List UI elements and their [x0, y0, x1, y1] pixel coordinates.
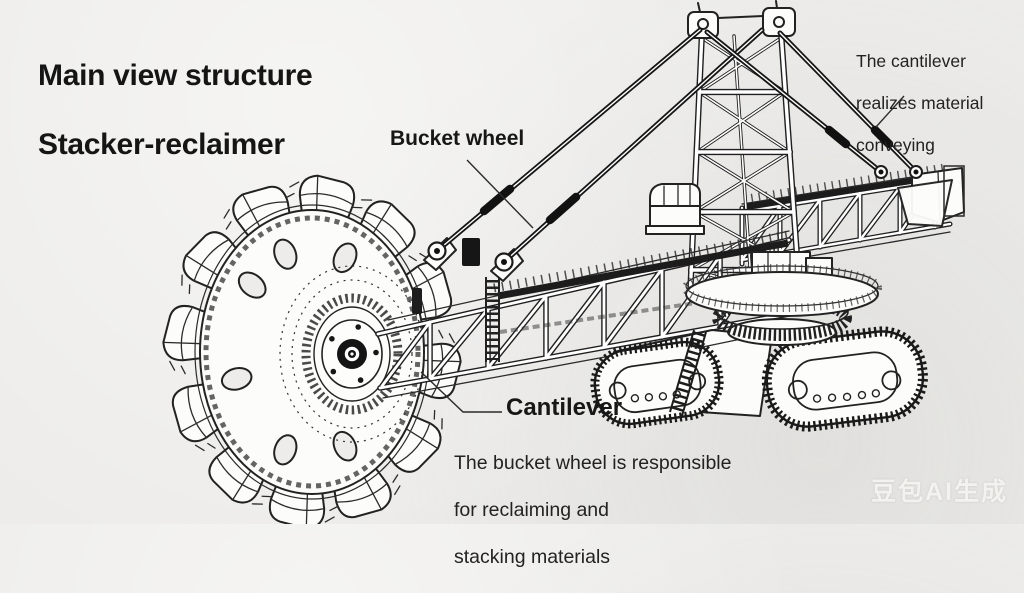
- cantilever-note-leader: [875, 95, 905, 128]
- cantilever-note: The cantilever realizes material conveyi…: [856, 30, 1016, 177]
- page-title: Main view structure Stacker-reclaimer: [38, 24, 313, 198]
- rear-boom-end-hopper: [897, 165, 965, 227]
- bucket-wheel-note: The bucket wheel is responsible for recl…: [454, 429, 734, 593]
- front-tie-rod-1: [434, 27, 703, 254]
- front-tie-rod-2: [501, 27, 765, 265]
- bucket-wheel-note-line3: stacking materials: [454, 545, 611, 568]
- tie-rod-anchor-pins: [427, 165, 923, 272]
- operator-cab-graphic: [645, 183, 705, 235]
- rear-tie-rod-2: [777, 30, 919, 175]
- undercarriage-ladder: [669, 329, 707, 417]
- boom-ladder: [485, 277, 500, 362]
- boom-drive-box: [462, 238, 480, 266]
- cantilever-label: Cantilever: [506, 394, 623, 421]
- bucket-wheel-graphic: [158, 170, 466, 524]
- stacker-reclaimer-illustration: [158, 0, 965, 524]
- boom-conveyor-belt: [497, 239, 789, 300]
- crawler-track-right: [761, 326, 928, 432]
- crawler-track-left: [590, 337, 724, 429]
- disc-holes: [220, 238, 358, 466]
- cantilever-note-line2: realizes material: [856, 93, 984, 113]
- diagram-canvas: Main view structure Stacker-reclaimer Bu…: [38, 0, 1016, 568]
- cantilever-note-line3: conveying: [856, 135, 935, 155]
- bucket-wheel-leader: [466, 159, 534, 229]
- page-title-line1: Main view structure: [38, 58, 313, 92]
- bucket-wheel-note-line2: for reclaiming and: [454, 499, 609, 522]
- rear-tie-rod-1: [704, 29, 884, 175]
- ai-watermark: 豆包AI生成: [870, 478, 1008, 506]
- bucket-wheel-note-line1: The bucket wheel is responsible: [454, 452, 732, 475]
- cantilever-note-line1: The cantilever: [856, 51, 966, 71]
- crawler-undercarriage-graphic: [590, 251, 928, 432]
- page-title-line2: Stacker-reclaimer: [38, 128, 285, 162]
- tie-rods-graphic: [427, 27, 923, 272]
- wheel-hub: [279, 265, 425, 443]
- rear-conveyor-boom-graphic: [742, 163, 965, 269]
- leader-lines: [420, 95, 905, 413]
- slewing-platform-graphic: [682, 251, 882, 346]
- cantilever-leader: [420, 371, 502, 413]
- bucket-wheel-label: Bucket wheel: [390, 127, 525, 150]
